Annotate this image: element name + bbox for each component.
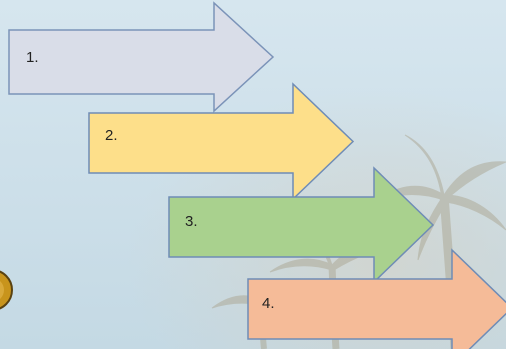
round-object-partial [0,270,13,310]
step-arrow-1 [8,1,275,113]
step-arrow-4 [247,248,506,349]
step-arrow-3 [168,166,435,284]
step-label-4: 4. [262,295,275,312]
step-label-3: 3. [185,213,198,230]
step-label-1: 1. [26,49,39,66]
step-label-2: 2. [105,127,118,144]
step-arrow-2 [88,82,355,201]
